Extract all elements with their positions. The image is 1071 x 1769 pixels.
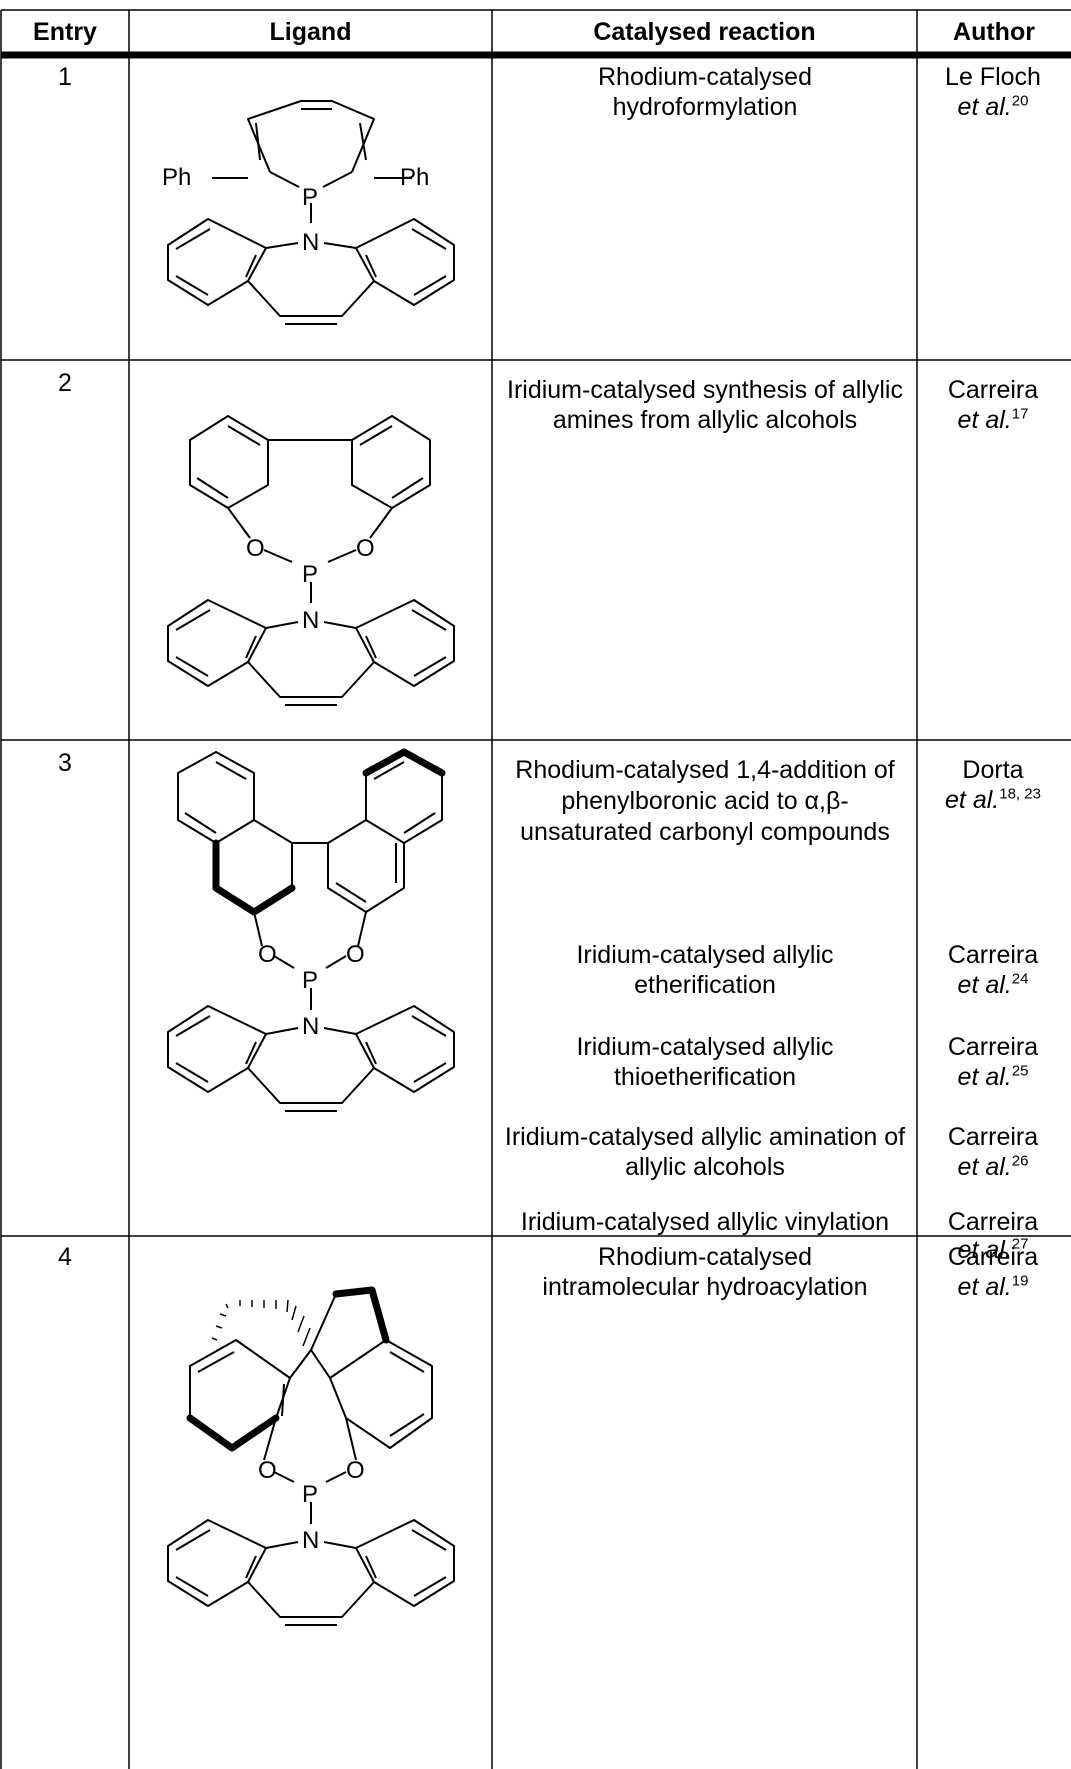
entry-number: 2 (58, 369, 72, 397)
author-name: Carreira (947, 1208, 1039, 1236)
ref-number: 18, 23 (999, 785, 1041, 803)
et-al: et al. (957, 406, 1012, 434)
nitrogen-label: N (302, 1527, 319, 1554)
reaction-text: Iridium-catalysed allylic etherification (576, 941, 834, 999)
author-ref: et al.20 (918, 92, 1068, 122)
ph-label-left: Ph (162, 164, 191, 191)
reaction-text: Iridium-catalysed allylic vinylation (520, 1208, 890, 1236)
ligand-structure: O O P N (167, 748, 455, 1112)
author-cell: Carreira et al.27 (918, 1208, 1068, 1264)
author-cell: Carreira et al.19 (918, 1242, 1068, 1302)
entry-number: 1 (58, 63, 72, 91)
et-al: et al. (957, 1236, 1012, 1264)
ref-number: 17 (1011, 405, 1029, 423)
author-cell: Dorta et al.18, 23 (918, 755, 1068, 815)
reaction-text: Rhodium-catalysed hydroformylation (598, 63, 812, 121)
oxygen-label: O (258, 1457, 277, 1484)
nitrogen-label: N (302, 229, 319, 256)
author-cell: Carreira et al.24 (918, 940, 1068, 1000)
author-name: Carreira (947, 941, 1039, 969)
phosphorus-label: P (302, 1481, 318, 1508)
reaction-text: Rhodium-catalysed 1,4-addition of phenyl… (515, 756, 895, 846)
ref-number: 20 (1011, 92, 1029, 110)
author-name: Carreira (947, 1123, 1039, 1151)
author-ref: et al.27 (918, 1236, 1068, 1264)
reaction-text: Rhodium-catalysed intramolecular hydroac… (542, 1243, 868, 1301)
header-entry: Entry (33, 18, 97, 46)
reaction-text: Iridium-catalysed synthesis of allylic a… (507, 376, 903, 434)
et-al: et al. (957, 1273, 1012, 1301)
phosphorus-label: P (302, 967, 318, 994)
et-al: et al. (957, 93, 1012, 121)
author-ref: et al.19 (918, 1272, 1068, 1302)
et-al: et al. (945, 786, 1000, 814)
ligand-structure: O O P N (167, 1286, 455, 1626)
author-name: Carreira (947, 376, 1039, 404)
header-ligand: Ligand (269, 18, 352, 46)
ref-number: 27 (1011, 1235, 1029, 1253)
nitrogen-label: N (302, 607, 319, 634)
author-ref: et al.25 (918, 1062, 1068, 1092)
ligand-structure: Ph Ph P N (162, 100, 455, 325)
ph-label-right: Ph (400, 164, 429, 191)
nitrogen-label: N (302, 1013, 319, 1040)
oxygen-label: O (356, 535, 375, 562)
reaction-text: Iridium-catalysed allylic amination of a… (504, 1123, 906, 1181)
phosphorus-label: P (302, 184, 318, 211)
author-cell: Carreira et al.17 (918, 375, 1068, 435)
ref-number: 25 (1011, 1062, 1029, 1080)
author-cell: Carreira et al.26 (918, 1122, 1068, 1182)
author-name: Dorta (962, 756, 1024, 784)
entry-number: 4 (58, 1243, 72, 1271)
author-name: Le Floch (945, 63, 1041, 91)
et-al: et al. (957, 1063, 1012, 1091)
et-al: et al. (957, 1153, 1012, 1181)
ref-number: 26 (1011, 1152, 1029, 1170)
author-ref: et al.18, 23 (918, 785, 1068, 815)
ref-number: 19 (1011, 1272, 1029, 1290)
reaction-text: Iridium-catalysed allylic thioetherifica… (576, 1033, 834, 1091)
phosphorus-label: P (302, 561, 318, 588)
et-al: et al. (957, 971, 1012, 999)
author-ref: et al.24 (918, 970, 1068, 1000)
author-name: Carreira (947, 1243, 1039, 1271)
header-author: Author (953, 18, 1035, 46)
entry-number: 3 (58, 749, 72, 777)
author-cell: Carreira et al.25 (918, 1032, 1068, 1092)
oxygen-label: O (346, 1457, 365, 1484)
author-ref: et al.17 (918, 405, 1068, 435)
oxygen-label: O (246, 535, 265, 562)
ref-number: 24 (1011, 970, 1029, 988)
author-name: Carreira (947, 1033, 1039, 1061)
ligand-structure: O O P N (167, 415, 455, 706)
author-cell: Le Floch et al.20 (918, 62, 1068, 122)
oxygen-label: O (258, 941, 277, 968)
oxygen-label: O (346, 941, 365, 968)
header-reaction: Catalysed reaction (593, 18, 816, 46)
author-ref: et al.26 (918, 1152, 1068, 1182)
